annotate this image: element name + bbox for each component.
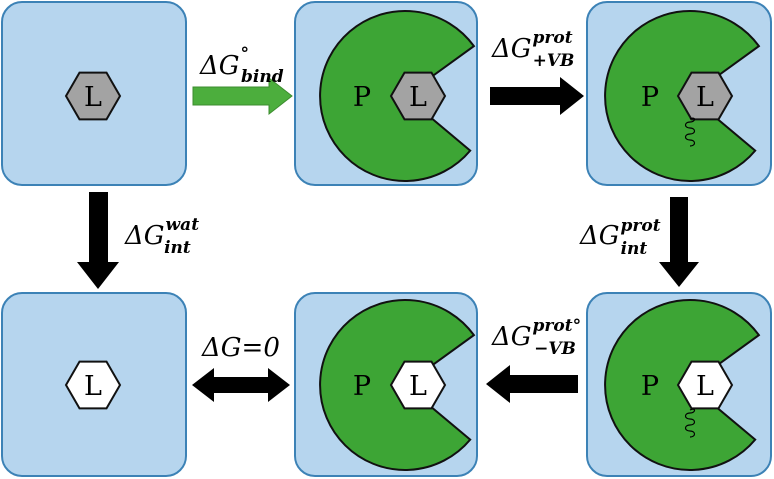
- node-bound-restrained: P L: [586, 1, 772, 186]
- node-bound-noninteracting: P L: [294, 292, 478, 477]
- arrow-vb-off: [486, 365, 578, 403]
- label-dg-bind: ΔG°bind: [199, 44, 284, 87]
- protein-label: P: [641, 371, 659, 402]
- label-dg-zero: ΔG=0: [201, 333, 280, 363]
- arrow-vb-on: [490, 77, 584, 115]
- node-free-noninteracting: L: [1, 292, 187, 477]
- arrow-zero-double: [192, 368, 290, 402]
- label-dg-vb-on: ΔGprot+VB: [491, 28, 574, 71]
- label-dg-vb-off: ΔGprot°−VB: [491, 316, 581, 359]
- protein-label: P: [353, 82, 371, 113]
- node-bound-complex: P L: [294, 1, 478, 186]
- ligand-label: L: [84, 82, 102, 113]
- arrow-int-wat: [77, 192, 119, 289]
- protein-label: P: [641, 82, 659, 113]
- ligand-label: L: [409, 371, 427, 402]
- arrow-bind: [192, 76, 293, 116]
- node-free-ligand: L: [1, 1, 187, 186]
- arrow-int-prot: [659, 197, 699, 287]
- ligand-label: L: [696, 82, 714, 113]
- ligand-label: L: [84, 371, 102, 402]
- protein-label: P: [353, 371, 371, 402]
- ligand-label: L: [409, 82, 427, 113]
- node-bound-restrained-noninteracting: P L: [586, 292, 772, 477]
- ligand-label: L: [696, 371, 714, 402]
